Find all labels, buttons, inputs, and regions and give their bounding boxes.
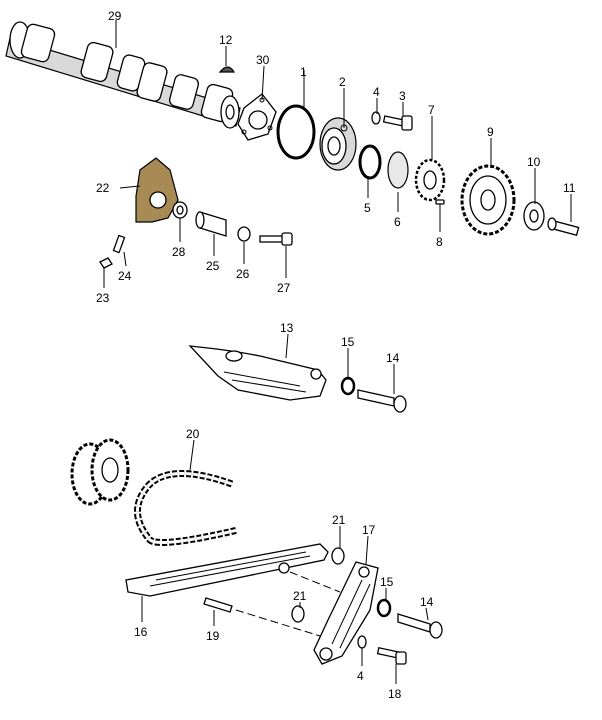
label-12: 12 (219, 33, 233, 47)
adjuster-screw (112, 234, 126, 254)
label-21: 21 (332, 513, 346, 527)
label-5: 5 (364, 201, 371, 215)
rail-pivot-pin (357, 389, 407, 413)
callout-labels: 29 12 30 1 2 4 3 7 9 10 11 5 6 8 22 28 2… (96, 9, 576, 701)
label-4-lower: 4 (357, 669, 364, 683)
tensioner-bushing (331, 547, 345, 565)
label-1: 1 (300, 65, 307, 79)
label-8: 8 (436, 235, 443, 249)
seal-ring (358, 144, 382, 180)
label-7: 7 (428, 103, 435, 117)
lower-guide-rail (125, 543, 329, 597)
label-3: 3 (399, 89, 406, 103)
arm-bolt (376, 647, 407, 665)
label-14-lower: 14 (420, 595, 434, 609)
tensioner-arm (313, 561, 379, 665)
washer (371, 111, 381, 125)
label-4: 4 (373, 85, 380, 99)
label-25: 25 (206, 259, 220, 273)
rocker-arm (135, 157, 179, 223)
label-6: 6 (394, 215, 401, 229)
label-26: 26 (236, 267, 250, 281)
arm-washer (357, 635, 367, 649)
label-29: 29 (108, 9, 122, 23)
label-10: 10 (527, 155, 541, 169)
label-15-lower: 15 (380, 575, 394, 589)
rocker-bushing (172, 201, 188, 219)
camshaft (5, 21, 241, 129)
rocker-washer (237, 226, 251, 242)
tensioner-bushing-lower (291, 605, 305, 623)
label-13: 13 (280, 321, 294, 335)
crank-sprocket (70, 438, 130, 506)
label-19: 19 (206, 629, 220, 643)
sprocket-washer (523, 201, 545, 231)
label-22: 22 (96, 181, 110, 195)
rail-pin (203, 597, 233, 613)
upper-guide-rail (188, 345, 327, 401)
label-9: 9 (487, 125, 494, 139)
rocker-bolt (259, 232, 293, 246)
thrust-plate (237, 93, 277, 141)
label-18: 18 (388, 687, 402, 701)
dowel-pin (435, 199, 445, 205)
adjuster-nut (99, 257, 113, 269)
leader-lines (103, 20, 572, 684)
arm-seal (376, 598, 392, 618)
label-24: 24 (118, 269, 132, 283)
rocker-shaft (195, 211, 227, 237)
arm-pivot-pin (397, 613, 443, 639)
label-16: 16 (134, 625, 148, 639)
label-15: 15 (341, 335, 355, 349)
sprocket-bolt (547, 217, 580, 237)
label-28: 28 (172, 245, 186, 259)
label-20: 20 (186, 427, 200, 441)
label-17: 17 (362, 523, 376, 537)
shim (387, 151, 409, 189)
bearing-housing (319, 117, 357, 171)
rail-seal (340, 376, 356, 396)
label-23: 23 (96, 291, 110, 305)
camshaft-sprocket (460, 164, 516, 236)
assembly-line-upper (289, 571, 341, 593)
bolt (382, 115, 413, 131)
label-27: 27 (277, 281, 291, 295)
timing-chain (134, 470, 239, 546)
assembly-line (235, 609, 321, 637)
small-sprocket (414, 158, 446, 202)
label-14: 14 (386, 351, 400, 365)
o-ring (276, 104, 316, 160)
woodruff-key (218, 66, 236, 73)
label-11: 11 (563, 181, 576, 195)
label-30: 30 (256, 53, 270, 67)
label-2: 2 (339, 75, 346, 89)
label-21-lower: 21 (293, 589, 307, 603)
